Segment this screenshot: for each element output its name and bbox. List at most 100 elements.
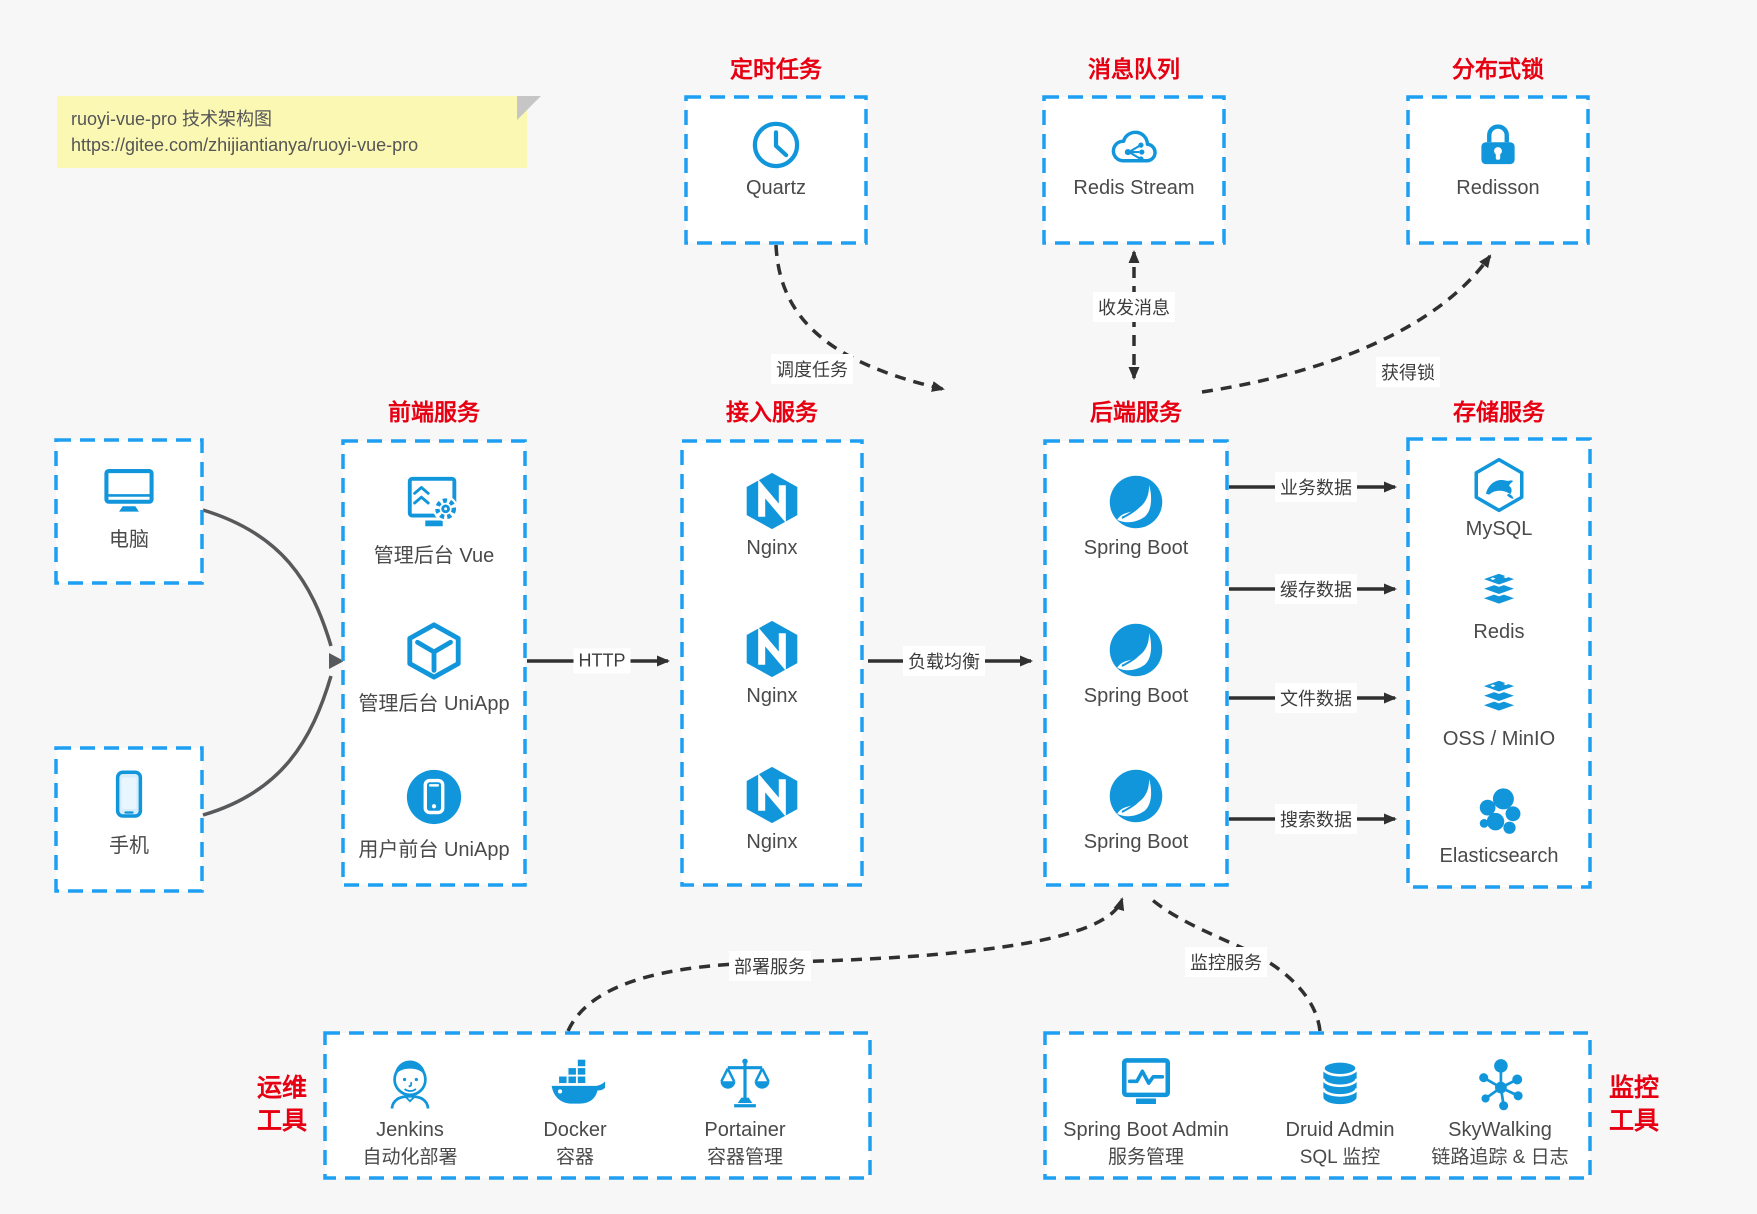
- storage-item-label: MySQL: [1465, 518, 1533, 540]
- ops-item-name: Docker: [543, 1119, 607, 1141]
- scheduler-box: [684, 95, 868, 245]
- mobile-label: 手机: [109, 835, 149, 857]
- acquire-lock-arrow: [1201, 254, 1492, 394]
- spring-boot-icon: [1109, 623, 1163, 677]
- frontend-item-label: 用户前台 UniApp: [358, 839, 510, 861]
- scheduler-title: 定时任务: [730, 56, 822, 82]
- storage-title: 存储服务: [1453, 399, 1545, 425]
- skywalking-icon: [1479, 1059, 1523, 1111]
- monitoring-item-desc: SQL 监控: [1299, 1147, 1381, 1168]
- monitoring-item-druid: Druid Admin SQL 监控: [1240, 1055, 1440, 1169]
- monitoring-item-name: Spring Boot Admin: [1063, 1119, 1229, 1141]
- smartphone-icon: [115, 770, 143, 818]
- lock-icon: [1481, 124, 1515, 165]
- note-title: ruoyi-vue-pro 技术架构图: [71, 109, 273, 129]
- monitoring-item-sba: Spring Boot Admin 服务管理: [1046, 1055, 1246, 1169]
- user-app-icon: [406, 769, 462, 825]
- note-url: https://gitee.com/zhijiantianya/ruoyi-vu…: [71, 135, 419, 155]
- client-arrows: [202, 508, 333, 817]
- ops-title: 运维 工具: [250, 1072, 314, 1138]
- monitoring-title-line1: 监控: [1608, 1074, 1659, 1102]
- monitoring-item-desc: 服务管理: [1107, 1147, 1184, 1168]
- frontend-item-label: 管理后台 Vue: [373, 545, 495, 567]
- elasticsearch-icon: [1479, 788, 1521, 834]
- desktop-computer-icon: [104, 469, 154, 512]
- edge-label-message: 收发消息: [1093, 292, 1175, 322]
- edge-label-cache-data: 缓存数据: [1275, 574, 1357, 604]
- pc-label: 电脑: [109, 529, 149, 551]
- storage-item-oss: OSS / MinIO: [1399, 671, 1599, 751]
- oss-minio-icon: [1477, 678, 1521, 713]
- edge-label-deploy: 部署服务: [729, 951, 811, 981]
- storage-item-redis: Redis: [1399, 564, 1599, 644]
- docker-icon: [551, 1059, 605, 1104]
- mysql-icon: [1474, 457, 1524, 513]
- ops-box: [323, 1031, 872, 1180]
- redisson-item: Redisson: [1398, 116, 1598, 200]
- pc-item: 电脑: [29, 462, 229, 552]
- lock-title: 分布式锁: [1452, 56, 1544, 82]
- monitor-arrow: [1148, 896, 1322, 1032]
- edge-label-monitor: 监控服务: [1185, 947, 1267, 977]
- druid-database-icon: [1322, 1059, 1358, 1105]
- monitoring-item-name: SkyWalking: [1448, 1119, 1552, 1141]
- backend-item-label: Spring Boot: [1083, 831, 1189, 853]
- ops-item-desc: 容器: [555, 1147, 594, 1168]
- ops-item-desc: 自动化部署: [362, 1147, 458, 1168]
- monitoring-item-desc: 链路追踪 & 日志: [1431, 1147, 1569, 1168]
- clients-merge-arrowhead: [329, 653, 344, 669]
- storage-item-label: Elasticsearch: [1439, 845, 1559, 867]
- deploy-arrow: [566, 897, 1125, 1032]
- nginx-icon: [746, 472, 798, 530]
- gateway-item-nginx-3: Nginx: [672, 764, 872, 854]
- edge-label-schedule: 调度任务: [771, 354, 853, 384]
- backend-item-label: Spring Boot: [1083, 685, 1189, 707]
- nginx-icon: [746, 766, 798, 824]
- backend-item-label: Spring Boot: [1083, 537, 1189, 559]
- storage-item-mysql: MySQL: [1399, 457, 1599, 541]
- frontend-item-vue: 管理后台 Vue: [334, 472, 534, 568]
- storage-item-label: OSS / MinIO: [1442, 728, 1556, 750]
- ops-item-portainer: Portainer 容器管理: [645, 1055, 845, 1169]
- schedule-arrow: [774, 244, 945, 392]
- jenkins-icon: [390, 1060, 430, 1109]
- gateway-item-nginx-1: Nginx: [672, 470, 872, 560]
- storage-item-elasticsearch: Elasticsearch: [1399, 784, 1599, 868]
- redis-icon: [1477, 571, 1521, 606]
- frontend-title: 前端服务: [388, 399, 480, 425]
- portainer-scales-icon: [720, 1058, 770, 1108]
- clock-icon: [752, 121, 800, 169]
- gateway-item-label: Nginx: [746, 685, 798, 707]
- sticky-note: ruoyi-vue-pro 技术架构图 https://gitee.com/zh…: [57, 96, 541, 168]
- mobile-item: 手机: [29, 766, 229, 858]
- quartz-label: Quartz: [745, 177, 807, 199]
- frontend-item-user-uniapp: 用户前台 UniApp: [334, 766, 534, 862]
- monitoring-title: 监控 工具: [1602, 1072, 1666, 1138]
- edge-label-load-balance: 负载均衡: [903, 646, 985, 676]
- ops-item-name: Portainer: [704, 1119, 786, 1141]
- gateway-item-label: Nginx: [746, 537, 798, 559]
- gateway-item-label: Nginx: [746, 831, 798, 853]
- ops-item-desc: 容器管理: [706, 1147, 783, 1168]
- redis-stream-label: Redis Stream: [1073, 177, 1195, 199]
- vue-admin-icon: [407, 476, 459, 527]
- mq-box: [1042, 95, 1226, 245]
- spring-boot-icon: [1109, 475, 1163, 529]
- ops-title-line1: 运维: [256, 1074, 307, 1102]
- frontend-item-admin-uniapp: 管理后台 UniApp: [334, 620, 534, 716]
- mobile-to-frontend-curve: [202, 675, 333, 817]
- lock-box: [1406, 95, 1590, 245]
- backend-item-spring-3: Spring Boot: [1036, 766, 1236, 854]
- edge-label-search-data: 搜索数据: [1275, 804, 1357, 834]
- ops-item-name: Jenkins: [376, 1119, 444, 1141]
- gateway-item-nginx-2: Nginx: [672, 618, 872, 708]
- ops-item-docker: Docker 容器: [475, 1055, 675, 1169]
- pc-to-frontend-curve: [202, 508, 333, 647]
- edge-label-file-data: 文件数据: [1275, 683, 1357, 713]
- quartz-item: Quartz: [676, 118, 876, 200]
- backend-item-spring-1: Spring Boot: [1036, 472, 1236, 560]
- frontend-item-label: 管理后台 UniApp: [358, 693, 510, 715]
- cloud-mq-icon: [1111, 130, 1157, 163]
- monitoring-item-skywalking: SkyWalking 链路追踪 & 日志: [1400, 1055, 1600, 1169]
- storage-item-label: Redis: [1473, 621, 1525, 643]
